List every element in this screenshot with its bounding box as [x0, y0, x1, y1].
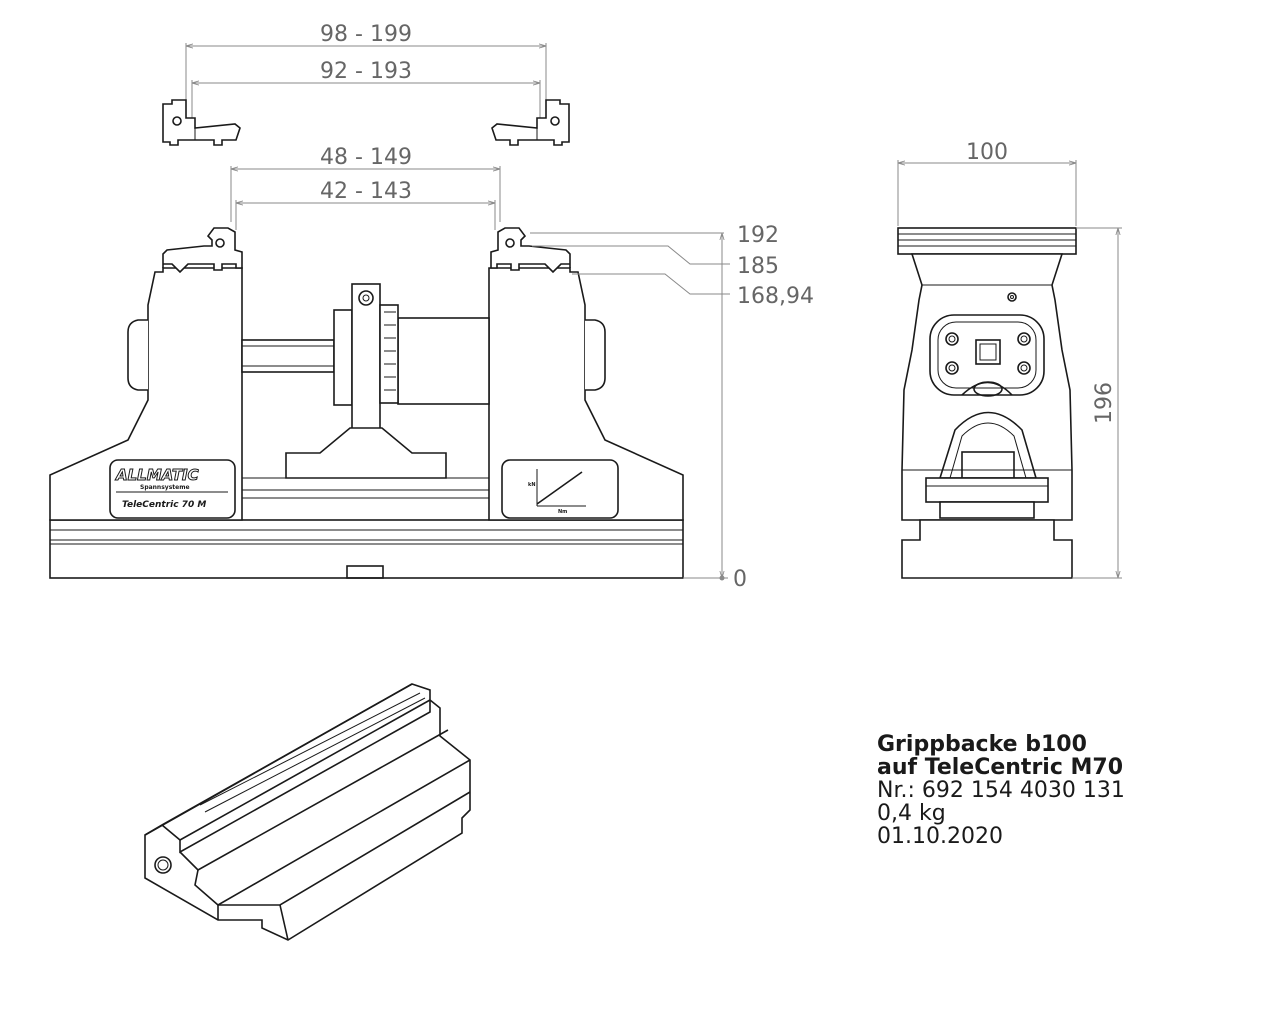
dim-label-height-low: 168,94: [737, 284, 814, 309]
scale-ticks: [384, 311, 396, 391]
title-line-machine: auf TeleCentric M70: [877, 755, 1124, 780]
brand-logo-plate: ALLMATIC Spannsysteme TeleCentric 70 M: [109, 459, 236, 519]
dim-label-outer-jaw-range: 98 - 199: [320, 22, 412, 47]
dimension-inner-jaw-range: 92 - 193: [191, 59, 541, 118]
chart-plate-x-label: Nm: [558, 509, 567, 515]
dim-label-inner-jaw-range: 92 - 193: [320, 59, 412, 84]
jaw-isometric-view: [144, 683, 471, 941]
title-block: Grippbacke b100 auf TeleCentric M70 Nr.:…: [877, 733, 1125, 848]
dim-label-height-side: 196: [1092, 382, 1117, 424]
dim-label-inner-range-2: 42 - 143: [320, 179, 412, 204]
title-line-part: Grippbacke b100: [877, 732, 1087, 757]
force-chart-plate: kN Nm: [501, 459, 619, 519]
dimension-inner-range-2: 42 - 143: [235, 179, 496, 230]
dimension-heights: 192 185 168,94 0: [530, 223, 814, 592]
brand-logo-sub: Spannsysteme: [140, 484, 190, 491]
loose-jaw-left: [162, 99, 241, 146]
dim-label-height-top: 192: [737, 223, 779, 248]
vise-front-view: ALLMATIC Spannsysteme TeleCentric 70 M k…: [49, 227, 684, 579]
title-line-date: 01.10.2020: [877, 824, 1003, 849]
dimension-side: 100 196: [897, 140, 1122, 579]
model-label: TeleCentric 70 M: [122, 500, 206, 510]
dimension-outer-jaw-range: 98 - 199: [185, 22, 547, 118]
dim-label-height-zero: 0: [733, 567, 747, 592]
title-line-part-number: Nr.: 692 154 4030 131: [877, 778, 1125, 803]
chart-plate-y-label: kN: [528, 482, 536, 488]
loose-jaw-right: [491, 99, 570, 146]
title-line-weight: 0,4 kg: [877, 801, 946, 826]
dimension-outer-range-2: 48 - 149: [230, 145, 501, 222]
brand-logo-text: ALLMATIC: [115, 466, 199, 484]
vise-side-view: [897, 227, 1077, 579]
dim-label-height-mid: 185: [737, 254, 779, 279]
dim-label-outer-range-2: 48 - 149: [320, 145, 412, 170]
dim-label-width-side: 100: [966, 140, 1008, 165]
